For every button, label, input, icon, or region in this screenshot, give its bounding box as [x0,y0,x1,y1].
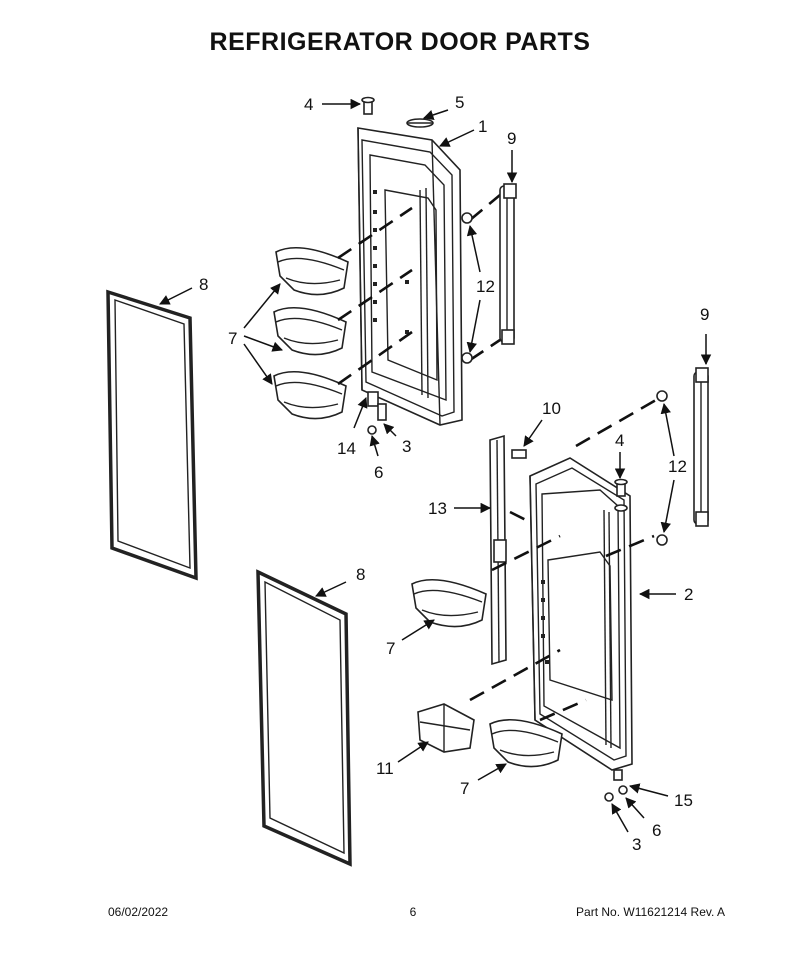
callout-13: 13 [428,499,447,518]
page-title: REFRIGERATOR DOOR PARTS [209,28,591,56]
callout-6: 6 [374,463,383,482]
callout-12: 12 [668,457,687,476]
footer-date: 06/02/2022 [108,905,169,919]
callout-4: 4 [304,95,313,114]
callout-11: 11 [376,759,394,778]
callout-7: 7 [460,779,469,798]
callout-9: 9 [700,305,709,324]
right-handle [656,367,709,546]
footer-part-number: Part No. W11621214 Rev. A [576,905,725,919]
callout-4: 4 [615,431,624,450]
callout-3: 3 [632,835,641,854]
callout-10: 10 [542,399,561,418]
callout-2: 2 [684,585,693,604]
left-door-bins [273,246,349,420]
left-gasket [106,289,198,581]
callout-1: 1 [478,117,487,136]
callout-7: 7 [228,329,237,348]
right-door-bins [411,578,563,768]
footer-page-number: 6 [409,905,417,919]
left-handle [461,183,517,364]
callout-14: 14 [337,439,356,458]
callout-15: 15 [674,791,693,810]
door-trim [489,434,527,666]
callout-3: 3 [402,437,411,456]
callout-5: 5 [455,93,464,112]
callout-9: 9 [507,129,516,148]
callout-7: 7 [386,639,395,658]
callout-6: 6 [652,821,661,840]
callout-12: 12 [476,277,495,296]
lower-gasket [256,569,352,867]
left-door [357,96,463,435]
callout-labels: 4 5 1 9 12 8 7 14 3 6 10 4 9 12 13 8 2 7… [199,93,709,854]
callout-8: 8 [356,565,365,584]
callout-8: 8 [199,275,208,294]
callout-leaders [159,98,712,833]
right-door [529,457,633,802]
